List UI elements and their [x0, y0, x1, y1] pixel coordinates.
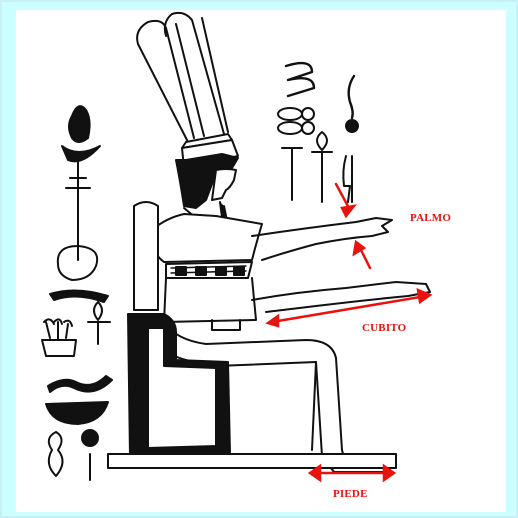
hieroglyph-column — [278, 63, 358, 202]
cubito-label: CUBITO — [362, 322, 406, 334]
palmo-label: PALMO — [410, 212, 451, 224]
vase-icon — [49, 432, 63, 476]
ankh-icon — [88, 302, 110, 344]
palmo-arrow-bottom — [360, 248, 370, 268]
bread-loaf-icon — [82, 430, 98, 480]
reed-icon — [42, 319, 76, 356]
water-ripple-icon — [48, 376, 112, 392]
cubito-arrowhead-left — [268, 316, 278, 326]
double-plume-crown-icon — [137, 13, 238, 168]
relief-svg — [16, 10, 506, 512]
egyptian-relief-drawing: PALMO CUBITO PIEDE — [16, 10, 506, 512]
palmo-arrowhead-top — [342, 206, 354, 216]
lotus-pillar-icon — [50, 106, 108, 302]
basket-icon — [46, 402, 108, 424]
pharaoh-body — [151, 214, 430, 330]
piede-label: PIEDE — [333, 488, 368, 500]
